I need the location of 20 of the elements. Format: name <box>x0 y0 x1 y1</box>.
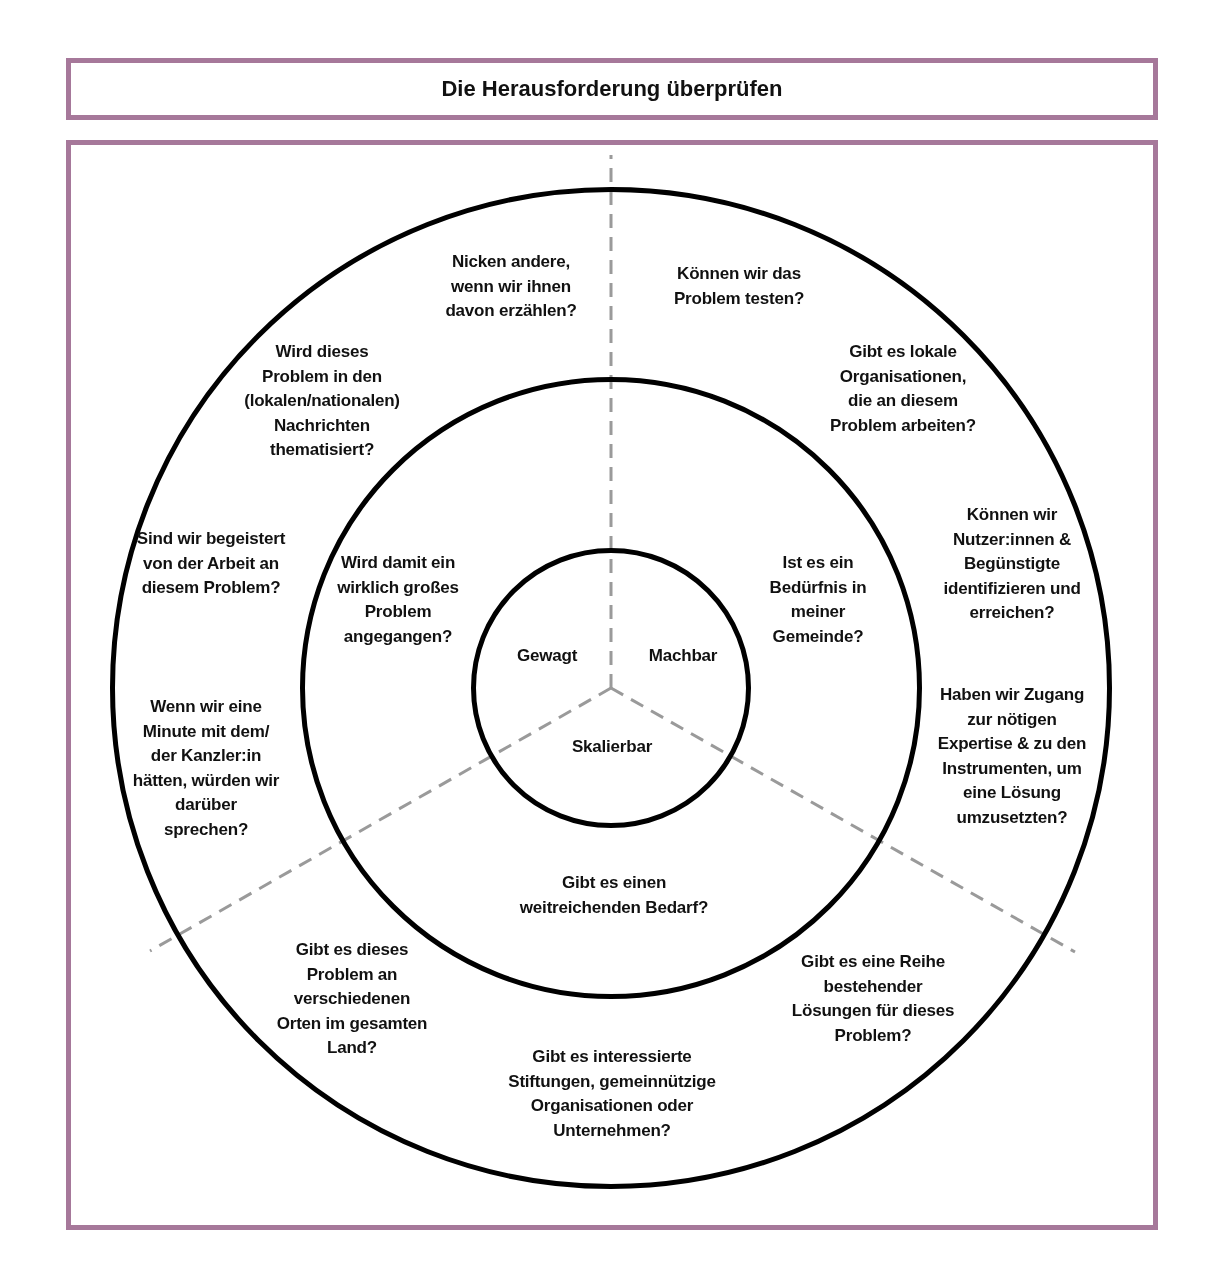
question-text: Gibt es dieses Problem an verschiedenen Orten im gesamten Land? <box>275 939 429 1059</box>
sector-label: Skalierbar <box>570 736 654 758</box>
question-text: Nicken andere, wenn wir ihnen davon erzählen? <box>444 251 578 322</box>
question-text: Haben wir Zugang zur nötigen Expertise & zu den Instrumenten, um eine Lösung umzusetzten? <box>937 684 1087 829</box>
title-bar <box>66 58 1158 120</box>
question-text: Können wir das Problem testen? <box>672 263 806 310</box>
question-text: Gibt es interessierte Stiftungen, gemeinnützige Organisationen oder Unternehmen? <box>507 1046 717 1142</box>
question-text: Sind wir begeistert von der Arbeit an diesem Problem? <box>135 528 287 599</box>
sector-label: Gewagt <box>515 645 579 667</box>
question-text: Wird damit ein wirklich großes Problem angegangen? <box>336 552 460 648</box>
question-text: Gibt es einen weitreichenden Bedarf? <box>518 872 710 919</box>
question-text: Gibt es eine Reihe bestehender Lösungen für dieses Problem? <box>790 951 956 1047</box>
question-text: Können wir Nutzer:innen & Begünstigte identifizieren und erreichen? <box>942 504 1082 624</box>
question-text: Wenn wir eine Minute mit dem/ der Kanzler:in hätten, würden wir darüber sprechen? <box>131 696 281 841</box>
question-text: Gibt es lokale Organisationen, die an diesem Problem arbeiten? <box>829 341 977 437</box>
question-text: Ist es ein Bedürfnis in meiner Gemeinde? <box>768 552 868 648</box>
sector-label: Machbar <box>647 645 719 667</box>
core-circle <box>471 548 751 828</box>
title-text: Die Herausforderung überprüfen <box>441 76 783 102</box>
question-text: Wird dieses Problem in den (lokalen/nationalen) Nachrichten thematisiert? <box>243 341 401 461</box>
